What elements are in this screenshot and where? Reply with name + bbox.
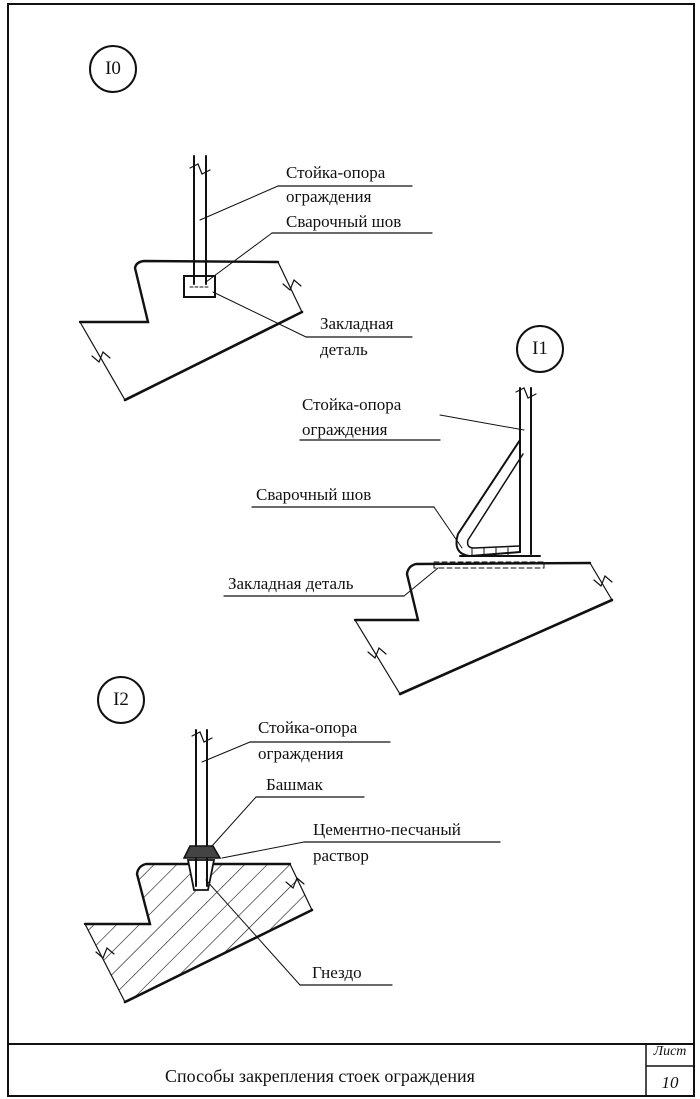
detail-12-shoe-label: Башмак [266, 775, 323, 794]
detail-12-post-label-line1: Стойка-опора [258, 718, 358, 737]
detail-10-post-label-line1: Стойка-опора [286, 163, 386, 182]
detail-12-socket-label: Гнездо [312, 963, 362, 982]
detail-12-post-label-line2: ограждения [258, 744, 344, 763]
detail-11-drawing [223, 387, 614, 696]
detail-11-embedded-label: Закладная деталь [228, 574, 354, 593]
detail-10-embedded-label-line2: деталь [320, 340, 368, 359]
detail-12-drawing [83, 729, 501, 1004]
detail-10-embedded-label-line1: Закладная [320, 314, 394, 333]
detail-11-weld-label: Сварочный шов [256, 485, 372, 504]
detail-10-weld-label: Сварочный шов [286, 212, 402, 231]
detail-11-post-label-line2: ограждения [302, 420, 388, 439]
sheet-frame [7, 3, 695, 1097]
detail-11-number: I1 [516, 325, 564, 373]
detail-12-mortar-label-line1: Цементно-песчаный [313, 820, 461, 839]
detail-10-post-label-line2: ограждения [286, 187, 372, 206]
detail-10-number: I0 [89, 45, 137, 93]
detail-12-number: I2 [97, 676, 145, 724]
detail-10-drawing [78, 155, 433, 402]
sheet-number: 10 [661, 1073, 679, 1092]
drawing-title: Способы закрепления стоек ограждения [165, 1066, 475, 1086]
sheet-label: Лист [653, 1044, 687, 1059]
detail-11-post-label-line1: Стойка-опора [302, 395, 402, 414]
detail-12-mortar-label-line2: раствор [313, 846, 369, 865]
